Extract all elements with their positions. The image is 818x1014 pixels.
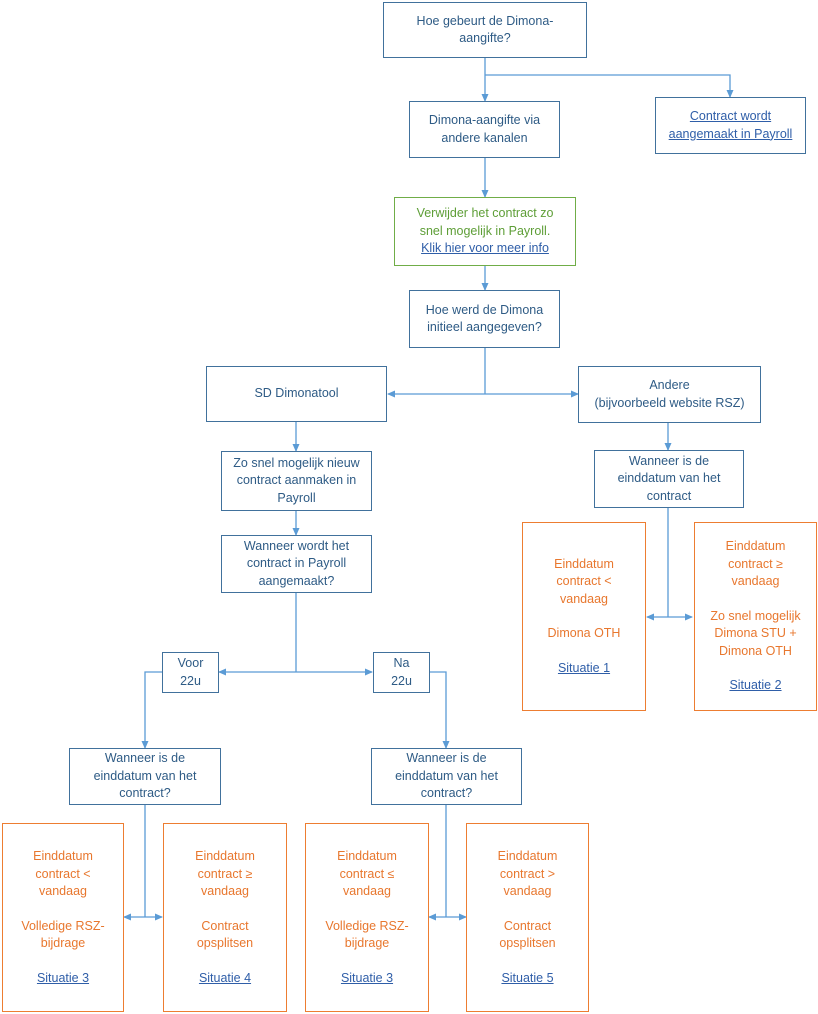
bottom-2-condition-line-2: contract ≥ [197,866,253,881]
sd-dimonatool-label: SD Dimonatool [254,386,339,401]
situation-1-box: Einddatum contract < vandaag Dimona OTH … [522,522,646,711]
other-channels-line-2: andere kanalen [441,130,528,145]
other-method-line-1: Andere [649,378,690,392]
bottom-4-link[interactable]: Situatie 5 [501,970,554,985]
end-date-left-box: Wanneer is de einddatum van het contract… [69,748,221,805]
bottom-1-condition-line-3: vandaag [39,884,87,898]
how-declared-line-1: Hoe werd de Dimona [425,302,544,317]
bottom-1-action-line-2: bijdrage [40,936,86,950]
situation-1-condition-line-2: contract < [556,574,612,589]
start-question-line-1: Hoe gebeurt de Dimona- [416,13,554,28]
bottom-1-condition-line-1: Einddatum [33,849,93,863]
more-info-link[interactable]: Klik hier voor meer info [421,241,549,256]
before-22-box: Voor 22u [162,652,219,693]
arrow-after-22-to-end-date-mid [430,671,450,749]
bottom-2-link[interactable]: Situatie 4 [198,970,252,985]
new-contract-box: Zo snel mogelijk nieuw contract aanmaken… [221,451,372,511]
bottom-situation-3-right-box: Einddatum contract ≤ vandaag Volledige R… [305,823,429,1012]
bottom-4-condition-line-3: vandaag [503,884,552,898]
situation-1-condition-line-1: Einddatum [554,556,614,571]
when-created-line-3: aangemaakt? [258,573,335,588]
start-question-line-2: aangifte? [459,31,511,45]
contract-payroll-box: Contract wordt aangemaakt in Payroll [655,97,806,154]
end-date-mid-box: Wanneer is de einddatum van het contract… [371,748,522,805]
bottom-4-condition-line-2: contract > [499,866,556,881]
new-contract-line-3: Payroll [277,490,316,505]
situation-1-link[interactable]: Situatie 1 [557,660,611,675]
bottom-4-condition-line-1: Einddatum [497,849,558,863]
other-channels-box: Dimona-aangifte via andere kanalen [409,101,560,158]
delete-contract-line-2: snel mogelijk in Payroll. [419,223,551,238]
end-date-right-line-1: Wanneer is de [628,453,710,468]
end-date-mid-line-2: einddatum van het [395,768,498,783]
before-22-line-2: 22u [180,673,201,688]
bottom-3-condition-line-3: vandaag [343,884,391,898]
situation-2-action-line-3: Dimona OTH [719,643,792,658]
start-question-box: Hoe gebeurt de Dimona- aangifte? [383,2,587,58]
situation-2-condition-line-1: Einddatum [725,539,786,554]
when-created-box: Wanneer wordt het contract in Payroll aa… [221,535,372,593]
situation-2-box: Einddatum contract ≥ vandaag Zo snel mog… [694,522,817,711]
situation-1-action: Dimona OTH [547,626,621,641]
after-22-line-2: 22u [391,673,412,688]
bottom-2-condition-line-1: Einddatum [195,849,255,863]
how-declared-box: Hoe werd de Dimona initieel aangegeven? [409,290,560,348]
end-date-left-line-3: contract? [119,786,171,801]
end-date-mid-line-1: Wanneer is de [406,751,487,766]
end-date-right-line-3: contract [646,488,692,503]
sd-dimonatool-box: SD Dimonatool [206,366,387,422]
situation-2-link[interactable]: Situatie 2 [729,678,782,693]
bottom-3-condition-line-2: contract ≤ [339,866,395,881]
when-created-line-2: contract in Payroll [246,556,347,571]
bottom-4-action-line-1: Contract [503,918,552,933]
situation-2-action-line-1: Zo snel mogelijk [710,608,801,623]
new-contract-line-1: Zo snel mogelijk nieuw [233,455,360,470]
before-22-line-1: Voor [177,656,204,670]
after-22-line-1: Na [393,656,410,670]
new-contract-line-2: contract aanmaken in [236,473,357,488]
end-date-left-line-2: einddatum van het [93,768,197,783]
bottom-situation-4-box: Einddatum contract ≥ vandaag Contract op… [163,823,287,1012]
bottom-situation-5-box: Einddatum contract > vandaag Contract op… [466,823,589,1012]
contract-payroll-link-line-1[interactable]: Contract wordt [689,109,772,123]
bottom-3-link[interactable]: Situatie 3 [340,970,394,985]
situation-1-condition-line-3: vandaag [560,591,608,606]
when-created-line-1: Wanneer wordt het [243,538,350,553]
arrow-before-22-to-end-date-left [141,671,162,749]
other-method-line-2: (bijvoorbeeld website RSZ) [594,395,745,410]
other-method-box: Andere (bijvoorbeeld website RSZ) [578,366,761,423]
situation-2-condition-line-3: vandaag [731,574,780,589]
delete-contract-box: Verwijder het contract zo snel mogelijk … [394,197,576,266]
end-date-mid-line-3: contract? [420,786,473,801]
how-declared-line-2: initieel aangegeven? [427,320,542,334]
bottom-3-condition-line-1: Einddatum [337,849,397,863]
bottom-2-condition-line-3: vandaag [201,884,249,898]
end-date-right-line-2: einddatum van het [617,471,721,486]
situation-2-action-line-2: Dimona STU + [714,626,797,641]
bottom-2-action-line-1: Contract [201,918,249,933]
contract-payroll-link-line-2[interactable]: aangemaakt in Payroll [668,126,793,141]
end-date-right-box: Wanneer is de einddatum van het contract [594,450,744,508]
after-22-box: Na 22u [373,652,430,693]
situation-2-condition-line-2: contract ≥ [728,556,783,571]
end-date-left-line-1: Wanneer is de [104,751,186,766]
bottom-1-condition-line-2: contract < [35,866,91,881]
bottom-3-action-line-1: Volledige RSZ- [325,918,409,933]
bottom-situation-3-left-box: Einddatum contract < vandaag Volledige R… [2,823,124,1012]
bottom-2-action-line-2: opsplitsen [196,936,254,950]
other-channels-line-1: Dimona-aangifte via [428,113,541,127]
bottom-1-action-line-1: Volledige RSZ- [21,918,105,933]
bottom-4-action-line-2: opsplitsen [499,936,556,950]
delete-contract-line-1: Verwijder het contract zo [416,206,554,221]
arrow-start-to-contract-payroll [485,74,734,98]
bottom-1-link[interactable]: Situatie 3 [36,970,90,985]
bottom-3-action-line-2: bijdrage [344,936,390,950]
